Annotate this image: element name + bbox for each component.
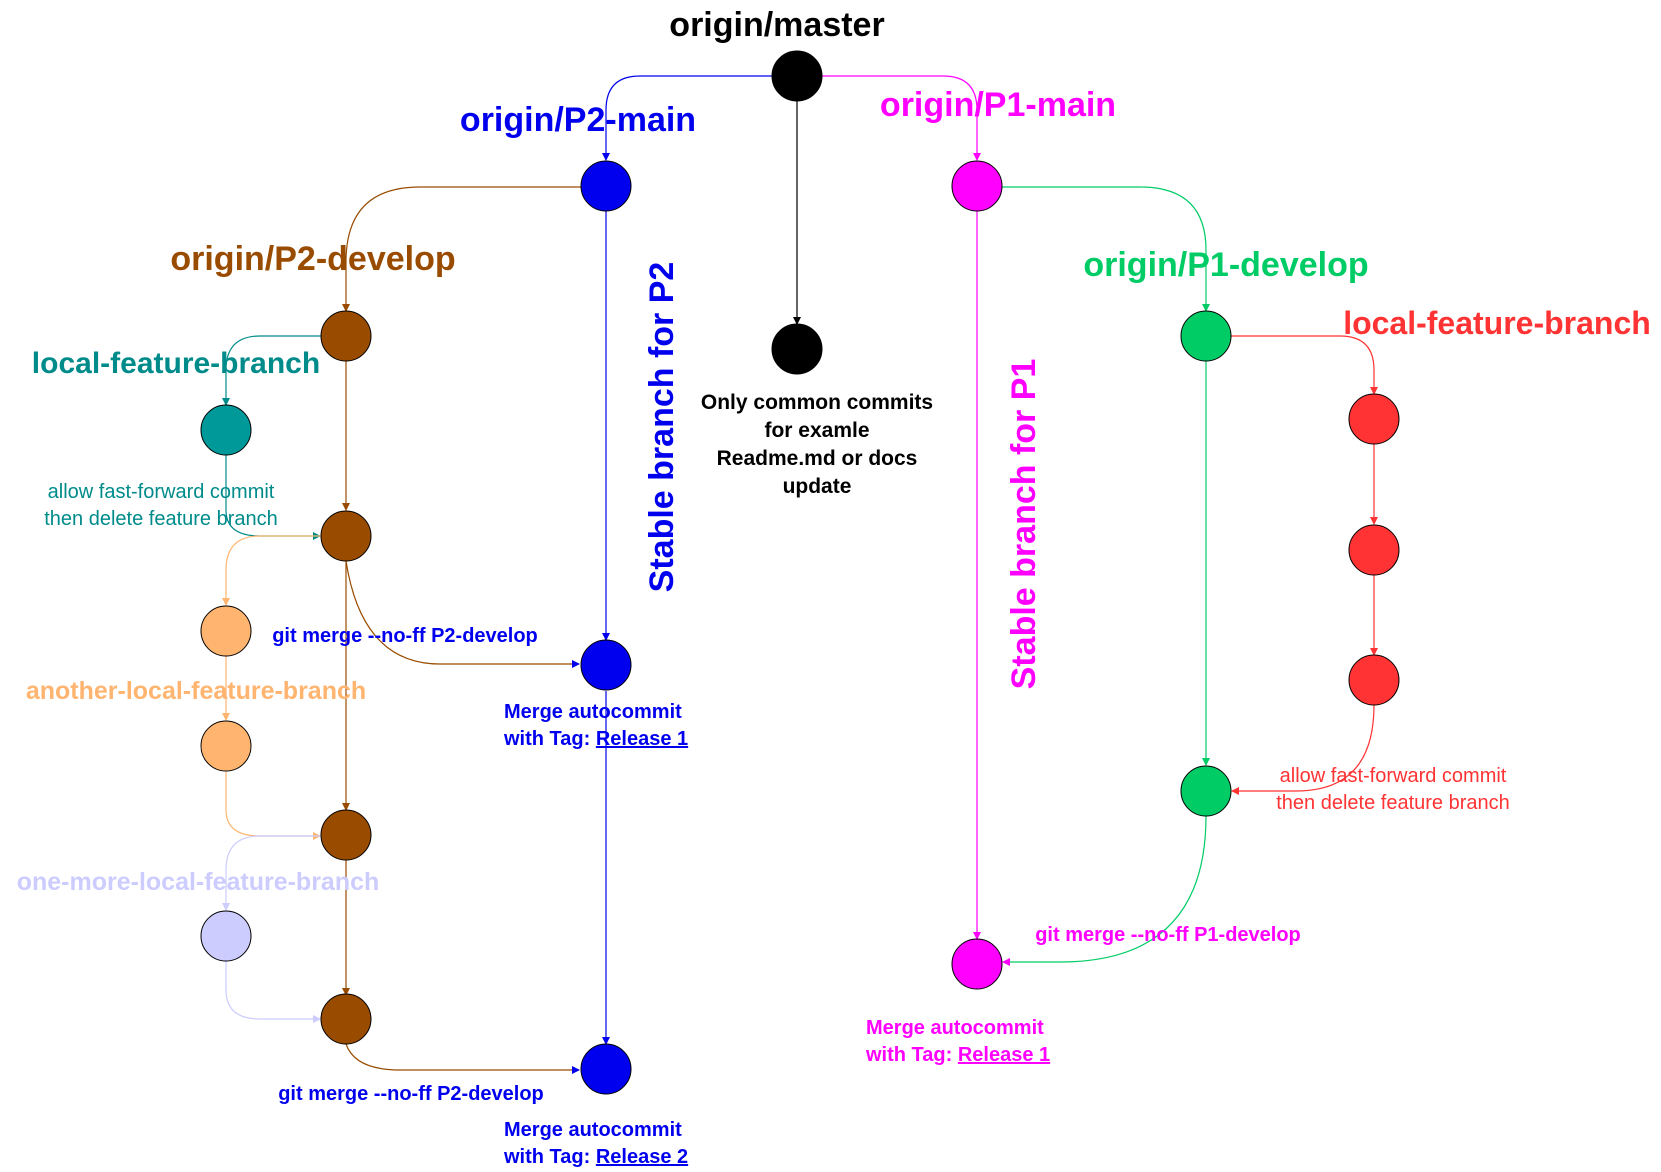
commit-p2-develop-3[interactable] bbox=[320, 809, 372, 861]
p1-ff-note-line-1: allow fast-forward commit bbox=[1280, 765, 1507, 787]
commit-p1-develop-1[interactable] bbox=[1180, 310, 1232, 362]
p2-merge-2-note-line-1: Merge autocommit bbox=[504, 1119, 682, 1141]
commit-p2-lavender-feature[interactable] bbox=[200, 910, 252, 962]
p1-merge-command: git merge --no-ff P1-develop bbox=[1035, 924, 1301, 946]
p1-merge-note-line-1: Merge autocommit bbox=[866, 1017, 1044, 1039]
commit-p1-red-feature-1[interactable] bbox=[1348, 393, 1400, 445]
p1-merge-note-line-2: with Tag: Release 1 bbox=[865, 1044, 1050, 1066]
edge-p2-develop-merge-1 bbox=[345, 560, 580, 668]
p2-notes: allow fast-forward commit then delete fe… bbox=[44, 481, 688, 1168]
edge-orange-feature-to-develop bbox=[225, 772, 321, 840]
label-p2-local-feature-branch: local-feature-branch bbox=[32, 347, 320, 380]
p1-notes: allow fast-forward commit then delete fe… bbox=[865, 765, 1510, 1066]
p2-release-2-tag-link[interactable]: Release 2 bbox=[596, 1146, 688, 1168]
edges bbox=[222, 75, 1378, 1074]
stable-branch-labels: Stable branch for P2 Stable branch for P… bbox=[643, 262, 1043, 690]
edge-lavender-feature-to-develop bbox=[225, 961, 321, 1023]
commit-p2-release-1[interactable] bbox=[580, 639, 632, 691]
commits bbox=[200, 50, 1400, 1095]
p1-release-1-tag-link[interactable]: Release 1 bbox=[958, 1044, 1050, 1066]
commit-p2-main[interactable] bbox=[580, 160, 632, 212]
master-note-line-1: Only common commits bbox=[701, 391, 933, 414]
p2-merge-2-tag-prefix: with Tag: bbox=[503, 1146, 596, 1168]
master-note-line-2: for examle bbox=[764, 419, 869, 442]
label-origin-p1-main: origin/P1-main bbox=[880, 86, 1116, 124]
commit-p1-main[interactable] bbox=[951, 160, 1003, 212]
p1-ff-note-line-2: then delete feature branch bbox=[1276, 792, 1510, 814]
commit-p2-teal-feature[interactable] bbox=[200, 404, 252, 456]
master-note-line-4: update bbox=[783, 475, 852, 498]
p2-ff-note-line-1: allow fast-forward commit bbox=[48, 481, 275, 503]
p2-ff-note-line-2: then delete feature branch bbox=[44, 508, 278, 530]
edge-p2-develop-to-teal-feature bbox=[222, 335, 321, 406]
p2-merge-1-command: git merge --no-ff P2-develop bbox=[272, 625, 538, 647]
p2-merge-1-tag-prefix: with Tag: bbox=[503, 728, 596, 750]
edge-master-to-p2-main bbox=[602, 75, 772, 161]
p2-merge-2-note-line-2: with Tag: Release 2 bbox=[503, 1146, 688, 1168]
edge-develop-to-orange-feature bbox=[222, 535, 321, 606]
label-origin-p2-main: origin/P2-main bbox=[460, 101, 696, 139]
commit-p1-red-feature-2[interactable] bbox=[1348, 524, 1400, 576]
commit-p1-red-feature-3[interactable] bbox=[1348, 654, 1400, 706]
label-origin-p2-develop: origin/P2-develop bbox=[170, 240, 455, 278]
edge-p2-main-to-develop bbox=[342, 186, 581, 312]
commit-p2-release-2[interactable] bbox=[580, 1043, 632, 1095]
p1-merge-tag-prefix: with Tag: bbox=[865, 1044, 958, 1066]
commit-p2-develop-1[interactable] bbox=[320, 310, 372, 362]
master-note-line-3: Readme.md or docs bbox=[717, 447, 918, 470]
edge-p1-develop-to-red-feature bbox=[1231, 335, 1378, 395]
label-stable-branch-p2: Stable branch for P2 bbox=[643, 262, 681, 593]
p2-merge-2-command: git merge --no-ff P2-develop bbox=[278, 1083, 544, 1105]
p2-release-1-tag-link[interactable]: Release 1 bbox=[596, 728, 688, 750]
commit-p2-develop-2[interactable] bbox=[320, 510, 372, 562]
label-p2-another-local-feature-branch: another-local-feature-branch bbox=[26, 677, 366, 705]
commit-p1-develop-2[interactable] bbox=[1180, 765, 1232, 817]
label-stable-branch-p1: Stable branch for P1 bbox=[1005, 359, 1043, 690]
master-common-commits-note: Only common commits for examle Readme.md… bbox=[701, 391, 933, 498]
edge-p1-main-to-develop bbox=[1002, 186, 1210, 312]
label-origin-master: origin/master bbox=[669, 6, 884, 44]
commit-p2-develop-4[interactable] bbox=[320, 993, 372, 1045]
edge-master-to-p1-main bbox=[822, 75, 981, 161]
p2-merge-1-note-line-2: with Tag: Release 1 bbox=[503, 728, 688, 750]
commit-master[interactable] bbox=[771, 50, 823, 102]
edge-p1-develop-merge bbox=[1002, 815, 1207, 966]
edge-p2-develop-merge-2 bbox=[345, 1043, 580, 1074]
commit-p1-release-1[interactable] bbox=[951, 938, 1003, 990]
label-p1-local-feature-branch: local-feature-branch bbox=[1343, 305, 1651, 341]
label-origin-p1-develop: origin/P1-develop bbox=[1083, 246, 1368, 284]
commit-p2-orange-feature-1[interactable] bbox=[200, 605, 252, 657]
branch-labels: origin/master origin/P2-main origin/P2-d… bbox=[17, 6, 1651, 896]
commit-p2-orange-feature-2[interactable] bbox=[200, 720, 252, 772]
edge-develop-to-lavender-feature bbox=[222, 835, 321, 911]
edge-red-feature-to-develop bbox=[1231, 704, 1375, 795]
label-p2-one-more-local-feature-branch: one-more-local-feature-branch bbox=[17, 868, 380, 896]
commit-master-common[interactable] bbox=[771, 323, 823, 375]
p2-merge-1-note-line-1: Merge autocommit bbox=[504, 701, 682, 723]
